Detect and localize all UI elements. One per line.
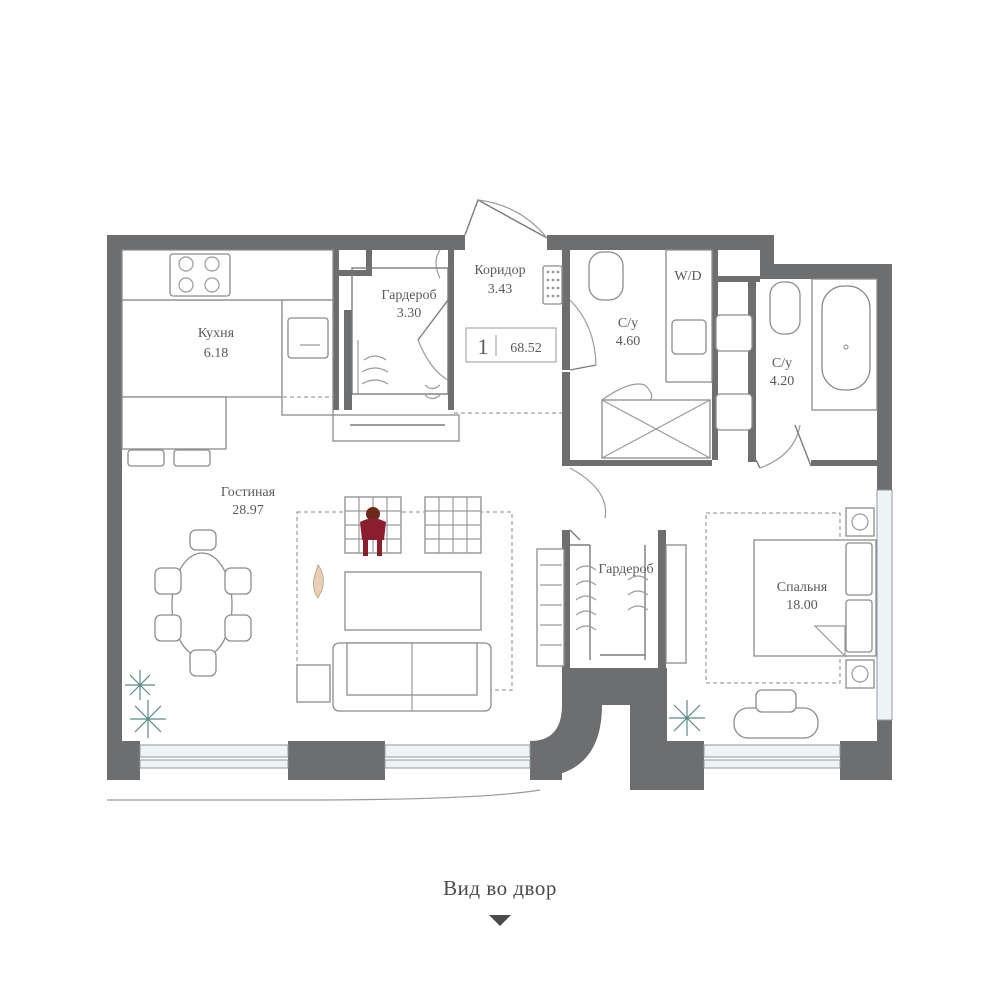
wardrobe-right-name: Гардероб xyxy=(598,562,653,577)
wardrobe-left-zone xyxy=(332,249,460,442)
unit-room-count: 1 xyxy=(478,334,489,359)
corridor-name: Коридор xyxy=(474,263,525,278)
living-zone xyxy=(125,496,705,738)
corridor-area: 3.43 xyxy=(488,282,513,297)
unit-badge: 1 68.52 xyxy=(465,327,557,363)
entrance-door xyxy=(417,198,597,381)
wardrobe-left-area: 3.30 xyxy=(397,306,422,321)
walls xyxy=(107,235,892,790)
wardrobe-right-zone xyxy=(536,467,687,667)
room-labels: Кухня 6.18 Гардероб 3.30 Коридор 3.43 С/… xyxy=(198,263,828,613)
down-arrow-icon xyxy=(489,915,511,926)
wardrobe-left-name: Гардероб xyxy=(381,288,436,303)
bathroom-1-area: 4.60 xyxy=(616,334,641,349)
kitchen-name: Кухня xyxy=(198,326,235,341)
living-name: Гостиная xyxy=(221,485,276,500)
washer-label: W/D xyxy=(674,269,701,284)
kitchen-area: 6.18 xyxy=(204,346,229,361)
bathroom-2-area: 4.20 xyxy=(770,374,795,389)
windows xyxy=(107,489,893,801)
living-area: 28.97 xyxy=(232,503,264,518)
bathroom-1-name: С/у xyxy=(618,316,638,331)
bedroom-name: Спальня xyxy=(777,580,828,595)
corridor-zone xyxy=(542,265,563,305)
bathroom-2-name: С/у xyxy=(772,356,792,371)
kitchen-zone xyxy=(121,249,562,467)
bathroom-2-zone xyxy=(755,278,878,469)
bedroom-zone xyxy=(705,507,877,739)
bedroom-area: 18.00 xyxy=(786,598,818,613)
bathroom-1-zone xyxy=(588,249,753,459)
view-caption: Вид во двор xyxy=(443,876,557,900)
unit-total-area: 68.52 xyxy=(510,341,542,356)
